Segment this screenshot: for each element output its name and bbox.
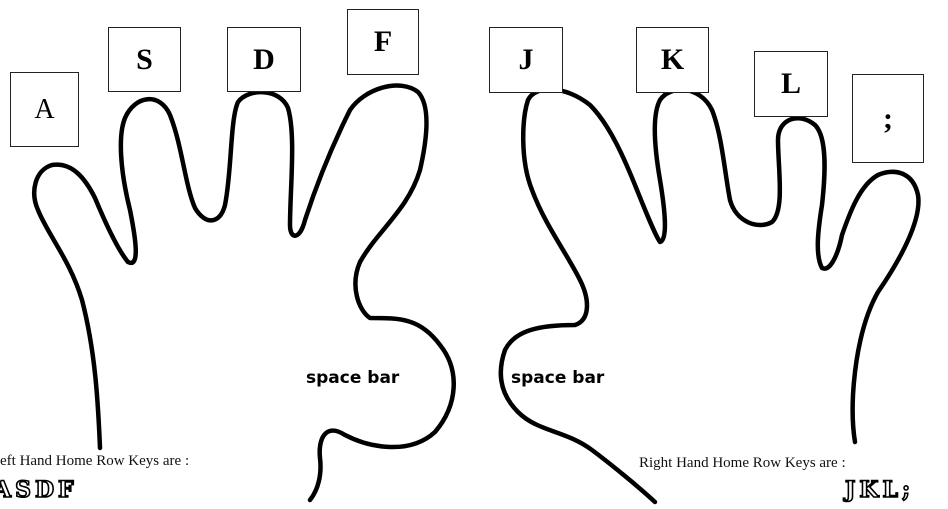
key-d-box: D xyxy=(227,27,301,92)
space-bar-left-label: space bar xyxy=(306,368,399,388)
key-semicolon-label: ; xyxy=(883,102,893,136)
left-hand-outline xyxy=(34,86,453,500)
key-d-label: D xyxy=(253,43,275,77)
key-l-box: L xyxy=(754,51,828,117)
key-semicolon-box: ; xyxy=(852,74,924,163)
right-hand-caption: Right Hand Home Row Keys are : xyxy=(639,455,846,472)
left-hand-caption: eft Hand Home Row Keys are : xyxy=(0,453,189,470)
key-k-label: K xyxy=(661,43,684,77)
key-f-label: F xyxy=(374,25,392,59)
key-s-box: S xyxy=(108,27,181,92)
space-bar-right-label: space bar xyxy=(511,368,604,388)
key-j-box: J xyxy=(489,27,563,93)
right-home-row-letters: JKL; xyxy=(845,477,914,503)
key-f-box: F xyxy=(347,9,419,75)
key-k-box: K xyxy=(636,27,709,93)
key-a-label: A xyxy=(34,94,54,126)
key-j-label: J xyxy=(519,43,534,77)
key-l-label: L xyxy=(781,67,801,101)
key-s-label: S xyxy=(136,43,153,77)
key-a-box: A xyxy=(10,72,79,147)
left-home-row-letters: ASDF xyxy=(0,477,78,503)
